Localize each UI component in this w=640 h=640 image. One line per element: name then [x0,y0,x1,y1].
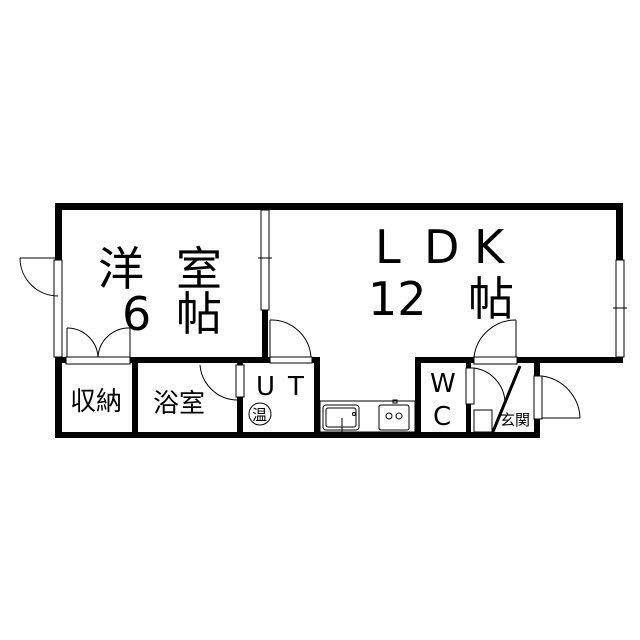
ldk-label-k: K [474,220,506,274]
water-heater-icon [248,402,272,426]
door-front[interactable] [533,375,581,420]
door-west-exterior[interactable] [19,257,59,297]
entrance-step-line [490,365,522,435]
storage-label: 収納 [70,387,122,417]
western-room-label-2: 室 [176,242,222,296]
ldk-size-num: 12 [368,272,427,326]
sink-icon [322,404,360,431]
window-west-room [260,209,270,311]
door-toilet[interactable] [465,367,506,405]
western-room-size-num: 6 [122,287,151,341]
door-ldk-entrance[interactable] [473,319,518,365]
storage-double-door[interactable] [65,327,131,365]
western-room-label-1: 洋 [98,242,144,296]
water-heater-label: 温 [252,406,267,424]
kitchen-counter [319,399,416,433]
stove-icon [378,404,410,431]
toilet-label-c: C [433,402,451,432]
ldk-label-l: L [375,220,401,274]
utility-label-u: U [256,372,275,402]
door-utility[interactable] [269,319,313,364]
entrance-label: 玄関 [500,411,530,429]
ldk-label-d: D [424,220,459,274]
western-room-size-unit: 帖 [176,287,222,341]
toilet-label-w: W [430,369,456,399]
window-left [53,259,63,358]
utility-label-t: T [287,372,304,402]
ldk-size-unit: 帖 [468,272,514,326]
bathroom-label: 浴室 [153,389,205,419]
door-bathroom[interactable] [199,364,245,401]
